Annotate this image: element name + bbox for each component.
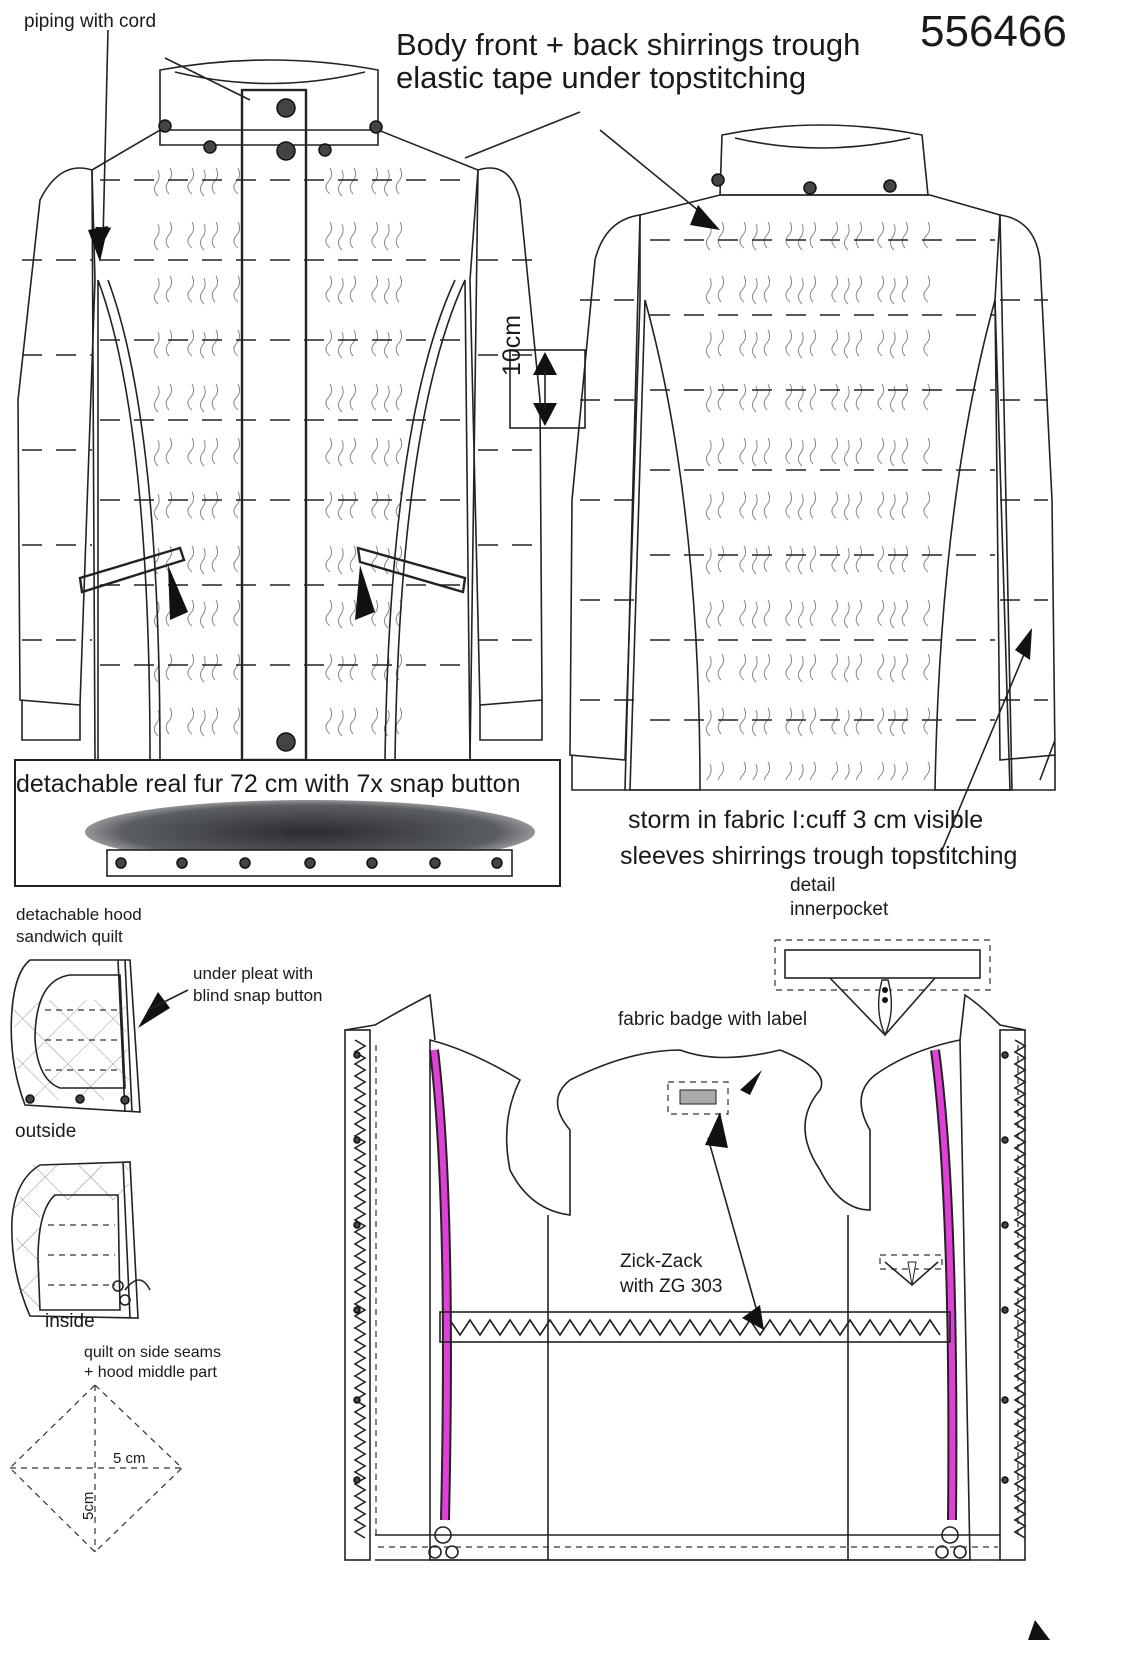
back-right-sleeve [994,214,1056,761]
label-10cm: 10cm [498,314,526,376]
back-collar [719,124,929,196]
front-placket [240,88,308,762]
label-5cm-vertical: 5cm [80,1491,97,1520]
style-number: 556466 [920,7,1067,56]
label-hood-1: detachable hood [16,905,142,924]
fur-collar [14,759,561,887]
label-fur: detachable real fur 72 cm with 7x snap b… [16,770,521,798]
label-quilt-1: quilt on side seams [84,1344,221,1361]
measure-10cm [509,349,586,429]
innerpocket-detail [774,939,991,1037]
inner-lining-view [344,993,1050,1640]
front-left-sleeve [17,167,96,706]
label-sleeves-shirrings: sleeves shirrings trough topstitching [620,842,1018,870]
label-badge: fabric badge with label [618,1009,808,1030]
front-jacket [17,29,581,762]
front-right-sleeve [469,167,543,706]
label-zick-1: Zick-Zack [620,1251,703,1272]
front-right-pocket-welt [356,546,467,594]
hood-outside [10,959,189,1113]
front-collar [159,59,379,146]
label-shirrings-1: Body front + back shirrings trough [396,27,861,62]
label-shirrings-2: elastic tape under topstitching [396,60,807,95]
label-inside: inside [45,1311,95,1332]
label-storm-cuff: storm in fabric I:cuff 3 cm visible [628,806,984,834]
label-hood-2: sandwich quilt [16,927,123,946]
hood-inside [11,1161,151,1319]
label-pleat-2: blind snap button [193,986,323,1005]
label-piping: piping with cord [24,11,157,32]
label-5cm-horizontal: 5 cm [113,1450,146,1467]
label-innerpocket: innerpocket [790,899,889,920]
label-detail: detail [790,875,836,896]
label-outside: outside [15,1121,77,1142]
back-left-sleeve [569,214,641,761]
label-pleat-1: under pleat with [193,964,314,983]
front-left-pocket-welt [78,546,186,594]
label-quilt-2: + hood middle part [84,1364,217,1381]
quilt-diamond [9,1384,183,1553]
back-jacket [569,124,1056,856]
label-zick-2: with ZG 303 [620,1276,723,1297]
